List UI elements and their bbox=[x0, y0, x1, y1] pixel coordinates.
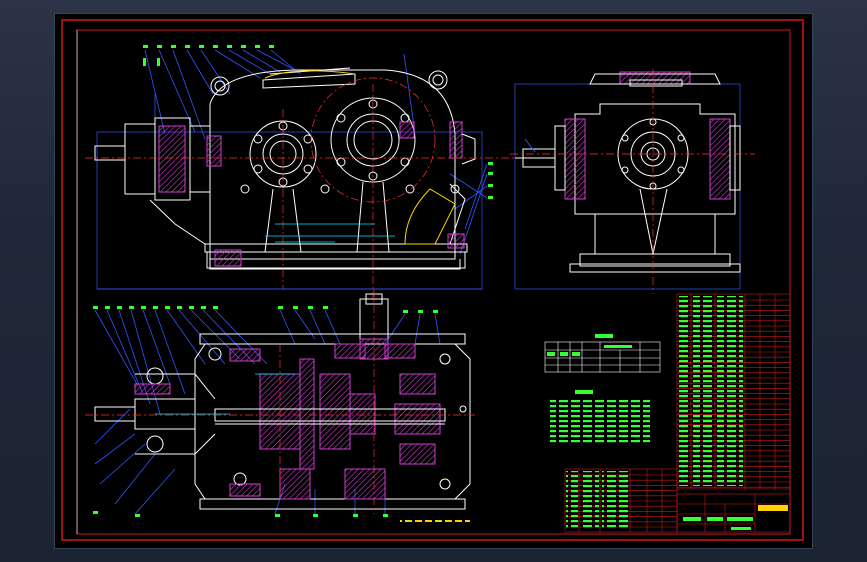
parts-list-lower bbox=[564, 468, 678, 533]
drawing-viewport[interactable] bbox=[55, 14, 812, 548]
top-view bbox=[85, 289, 475, 515]
side-view bbox=[510, 69, 755, 294]
front-view bbox=[85, 49, 525, 304]
parts-list bbox=[676, 293, 791, 490]
dimension-text-strip bbox=[400, 520, 470, 525]
tech-data-table bbox=[544, 334, 661, 373]
title-block bbox=[676, 493, 791, 533]
assembly-drawing bbox=[61, 19, 804, 541]
balloon-labels bbox=[93, 45, 493, 517]
technical-requirements bbox=[550, 390, 650, 444]
sheet-border bbox=[61, 19, 804, 541]
